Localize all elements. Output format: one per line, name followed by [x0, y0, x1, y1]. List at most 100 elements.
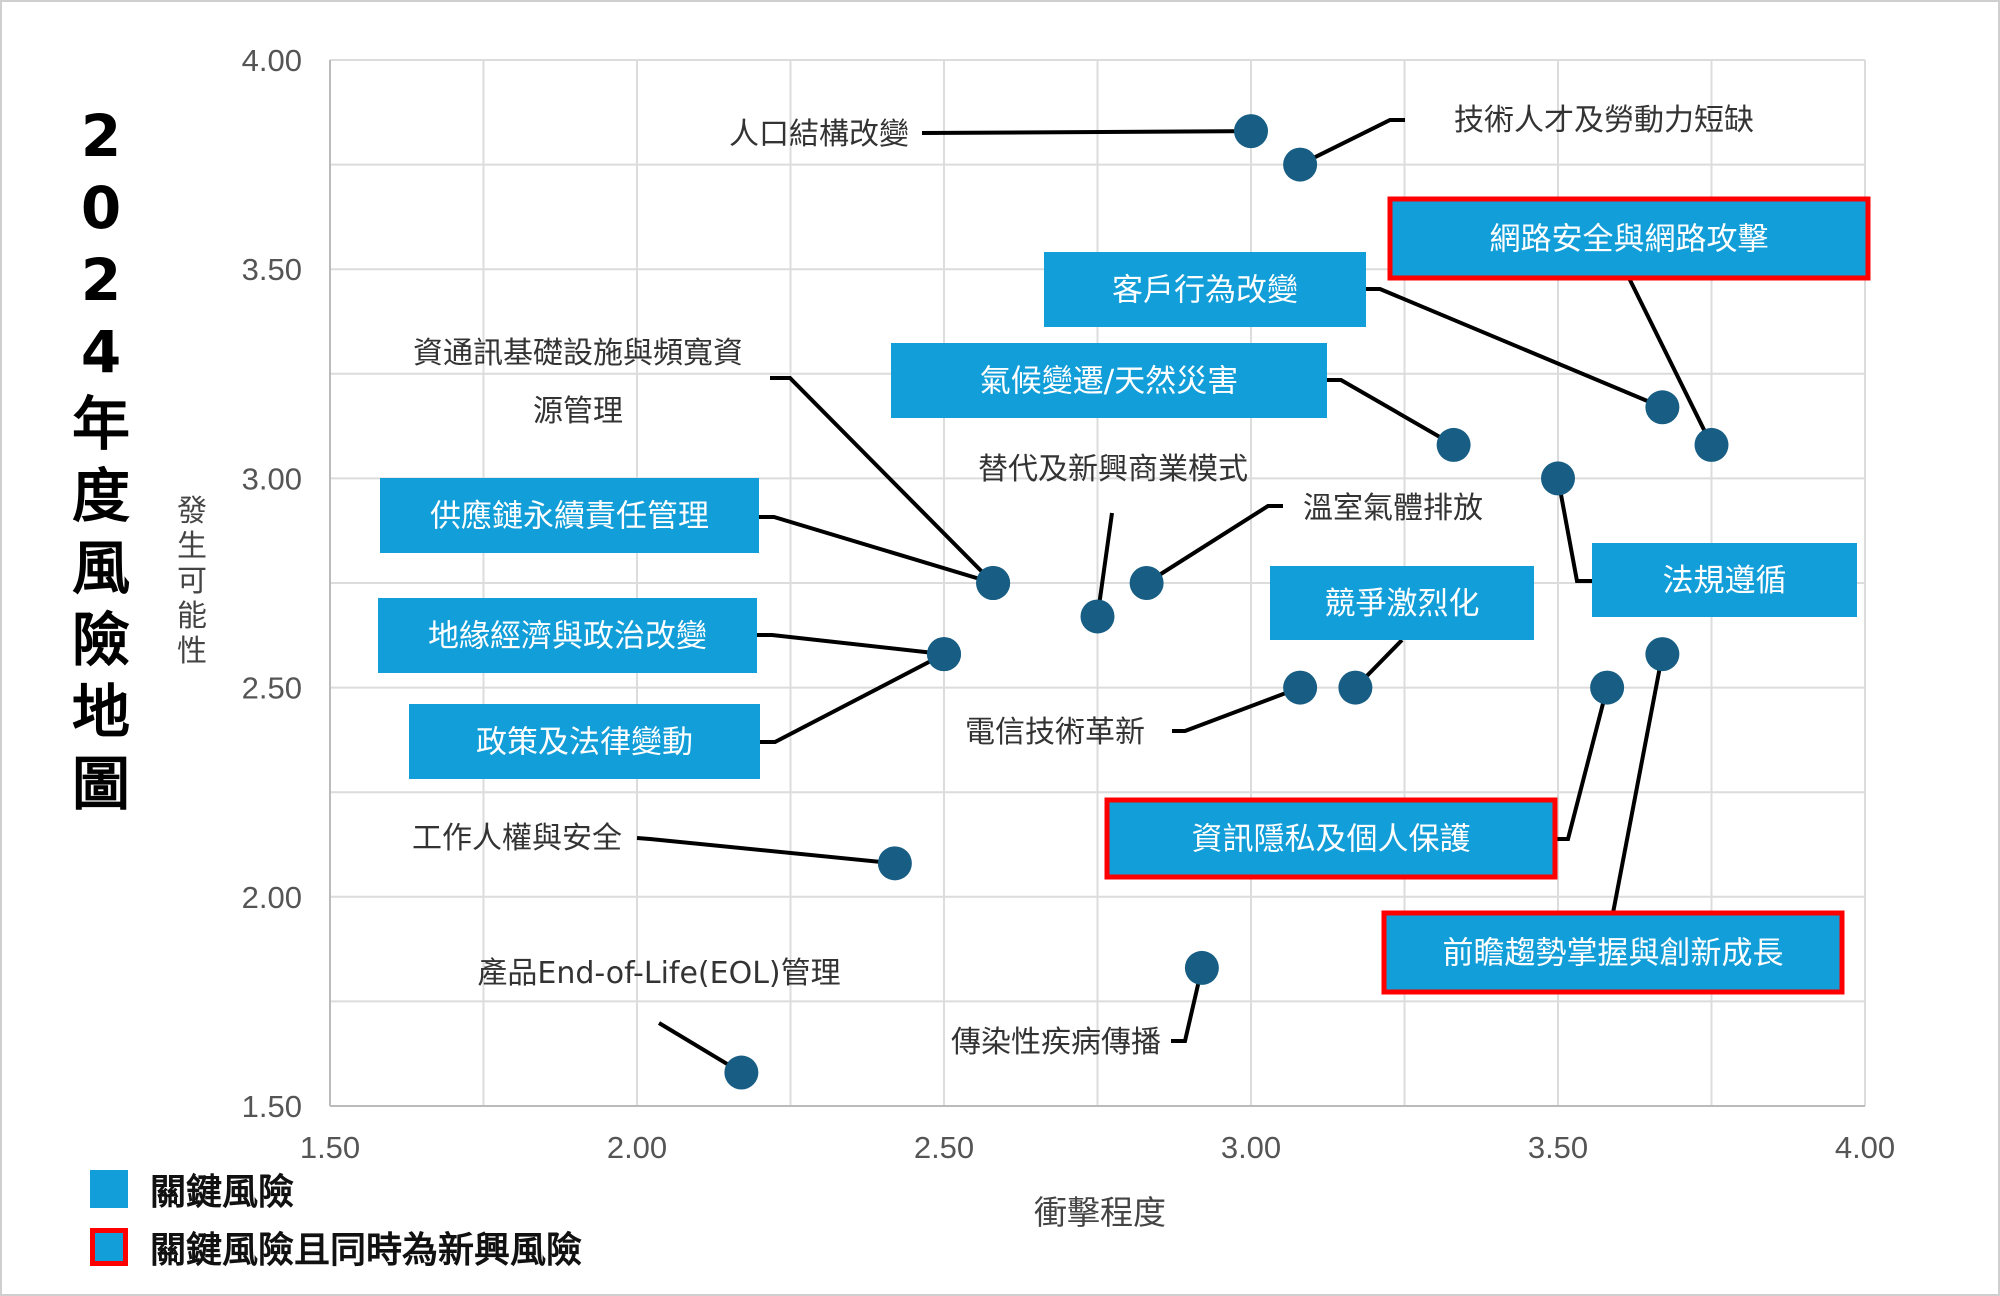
title-char: 風 [71, 534, 130, 602]
leader-line [1327, 378, 1455, 447]
risk-label: 技術人才及勞動力短缺 [1454, 103, 1754, 138]
data-point [1590, 670, 1625, 705]
y-tick-label: 1.50 [242, 1089, 302, 1124]
data-point [724, 1055, 759, 1090]
leader-line [1299, 118, 1405, 167]
x-tick-label: 3.00 [1221, 1130, 1281, 1165]
data-point [1541, 461, 1575, 496]
key-risk-swatch-icon [90, 1170, 128, 1208]
data-point [877, 846, 912, 881]
risk-label: 政策及法律變動 [476, 725, 693, 761]
x-tick-label: 2.00 [607, 1130, 667, 1165]
grid [329, 59, 1866, 1107]
leader-line [770, 376, 995, 585]
x-tick-label: 1.50 [300, 1130, 360, 1165]
data-point [1436, 427, 1471, 462]
data-point [1338, 670, 1373, 705]
emerging-risk-swatch-icon [90, 1228, 128, 1266]
risk-label: 替代及新興商業模式 [978, 452, 1248, 487]
risk-label: 氣候變遷/天然災害 [980, 364, 1238, 400]
y-label-char: 能 [177, 599, 207, 634]
risk-label: 傳染性疾病傳播 [951, 1025, 1161, 1060]
risk-label: 資訊隱私及個人保護 [1192, 822, 1471, 858]
data-point [1234, 114, 1268, 149]
leader-line [1555, 687, 1610, 841]
risk-label: 前瞻趨勢掌握與創新成長 [1443, 936, 1784, 972]
title-char: 2 [80, 246, 122, 314]
label-boxes: 網路安全與網路攻擊客戶行為改變氣候變遷/天然災害供應鏈永續責任管理法規遵循地緣經… [378, 196, 1871, 995]
key-risk-box [380, 478, 759, 553]
leader-line [1171, 967, 1204, 1043]
risk-label: 源管理 [533, 394, 623, 429]
y-tick-label: 2.00 [242, 880, 302, 915]
x-tick-label: 2.50 [914, 1130, 974, 1165]
leader-line [757, 633, 945, 657]
leader-line [921, 129, 1252, 135]
risk-label: 競爭激烈化 [1325, 586, 1480, 622]
x-tick-label: 3.50 [1528, 1130, 1588, 1165]
risk-label: 資通訊基礎設施與頻寬資 [413, 336, 743, 371]
legend-label: 關鍵風險且同時為新興風險 [150, 1230, 583, 1271]
risk-label: 產品End-of-Life(EOL)管理 [477, 956, 840, 991]
risk-label: 地緣經濟與政治改變 [428, 619, 707, 655]
legend-label: 關鍵風險 [150, 1172, 295, 1213]
y-label-char: 發 [177, 494, 207, 529]
leader-line [1145, 504, 1283, 585]
title-char: 年 [71, 390, 130, 458]
emerging-risk-box [1381, 910, 1845, 995]
key-risk-box [891, 343, 1327, 418]
y-tick-label: 3.00 [242, 461, 302, 496]
leader-line [636, 836, 896, 866]
y-tick-label: 4.00 [242, 43, 302, 78]
legend-item-key-emerging: 關鍵風險且同時為新興風險 [90, 1218, 582, 1276]
data-point [1645, 637, 1680, 672]
x-tick-label: 4.00 [1835, 1130, 1895, 1165]
risk-label: 電信技術革新 [965, 715, 1145, 750]
data-point [1129, 566, 1164, 600]
leader-line [1556, 478, 1592, 583]
x-axis-label: 衝擊程度 [1034, 1193, 1166, 1232]
y-tick-label: 2.50 [242, 671, 302, 706]
y-tick-label: 3.50 [242, 252, 302, 287]
text-labels: 人口結構改變 技術人才及勞動力短缺資通訊基礎設施與頻寬資源管理替代及新興商業模式溫… [412, 103, 1754, 1060]
leader-line [759, 515, 994, 585]
risk-label: 工作人權與安全 [412, 821, 622, 856]
legend: 關鍵風險 關鍵風險且同時為新興風險 [90, 1160, 582, 1276]
title-char: 險 [71, 606, 130, 674]
key-risk-box [1592, 543, 1857, 617]
emerging-risk-box [1387, 196, 1871, 281]
legend-item-key: 關鍵風險 [90, 1160, 582, 1218]
data-point [1184, 950, 1219, 985]
title-char: 4 [80, 318, 122, 386]
y-axis-label: 發生可能性 [172, 494, 212, 669]
key-risk-box [409, 704, 760, 779]
leader-lines [636, 118, 1714, 1075]
risk-label: 供應鏈永續責任管理 [430, 499, 709, 535]
leader-line [1095, 512, 1114, 617]
risk-label: 溫室氣體排放 [1303, 491, 1483, 526]
y-label-char: 可 [177, 564, 207, 599]
title-char: 圖 [71, 750, 130, 818]
title-char: 2 [80, 102, 122, 170]
key-risk-box [1044, 252, 1366, 327]
leader-line [1627, 277, 1714, 446]
leader-line [1172, 685, 1301, 733]
data-points [724, 114, 1729, 1090]
data-point [1080, 599, 1115, 634]
key-risk-box [378, 598, 757, 673]
y-label-char: 生 [177, 529, 207, 564]
leader-line [760, 652, 945, 744]
title-char: 地 [71, 678, 130, 746]
leader-line [1611, 653, 1665, 914]
risk-label: 網路安全與網路攻擊 [1490, 222, 1769, 258]
risk-label: 人口結構改變 [729, 117, 909, 152]
emerging-risk-box [1104, 797, 1558, 880]
data-point [1645, 390, 1680, 425]
title-char: 0 [80, 174, 122, 242]
data-point [976, 566, 1011, 600]
data-point [1283, 147, 1318, 182]
data-point [1283, 670, 1318, 705]
